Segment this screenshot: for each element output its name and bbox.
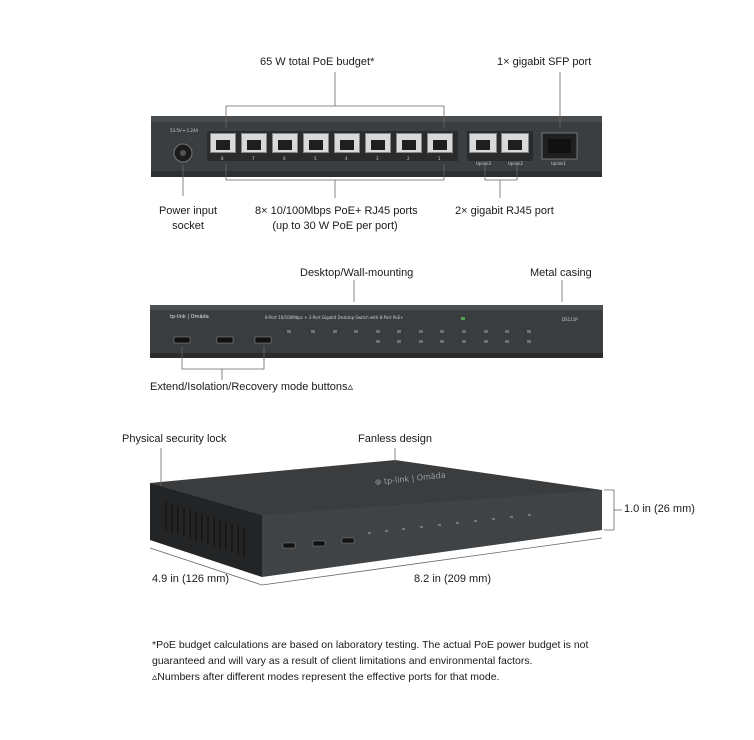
poe-port-4 bbox=[334, 133, 360, 153]
sfp-port-label: 1× gigabit SFP port bbox=[497, 56, 592, 68]
power-spec-text: 53.5V ═ 1.24A bbox=[170, 128, 199, 133]
poe-port-number: 2 bbox=[407, 156, 410, 161]
poe-port-5 bbox=[303, 133, 329, 153]
width-dimension-label: 8.2 in (209 mm) bbox=[414, 573, 492, 585]
rj45-ports-label-line2: (up to 30 W PoE per port) bbox=[272, 220, 398, 232]
front-callout-lines bbox=[181, 280, 563, 380]
poe-port-number: 1 bbox=[438, 156, 441, 161]
rear-callout-lines bbox=[182, 72, 561, 198]
iso-dimension-lines bbox=[149, 448, 622, 586]
poe-budget-label: 65 W total PoE budget* bbox=[260, 56, 375, 68]
front-description-text: 8-Port 10/100Mbps + 3-Port Gigabit Deskt… bbox=[265, 315, 404, 320]
rj45-ports-label-line1: 8× 10/100Mbps PoE+ RJ45 ports bbox=[255, 205, 418, 217]
uplink-rj45-label: 2× gigabit RJ45 port bbox=[455, 205, 554, 217]
poe-port-number: 6 bbox=[283, 156, 286, 161]
footnote-line1: *PoE budget calculations are based on la… bbox=[152, 639, 589, 651]
poe-port-8 bbox=[210, 133, 236, 153]
poe-port-number: 5 bbox=[314, 156, 317, 161]
poe-port-1 bbox=[427, 133, 453, 153]
front-model-text: DS111P bbox=[562, 317, 578, 322]
iso-device: ⊕ tp-link | Omāda bbox=[150, 460, 602, 577]
mode-buttons-label: Extend/Isolation/Recovery mode buttons▵ bbox=[150, 381, 354, 393]
metal-casing-label: Metal casing bbox=[530, 267, 592, 279]
footnote-line3: ▵Numbers after different modes represent… bbox=[152, 671, 500, 683]
front-brand-logo: tp-link | Omāda bbox=[170, 314, 209, 320]
uplink-rj45-port bbox=[469, 133, 497, 153]
fanless-design-label: Fanless design bbox=[358, 433, 432, 445]
depth-dimension-label: 4.9 in (126 mm) bbox=[152, 573, 230, 585]
footnote-line2: guaranteed and will vary as a result of … bbox=[152, 655, 533, 667]
poe-port-2 bbox=[396, 133, 422, 153]
front-panel bbox=[150, 305, 603, 358]
height-dimension-label: 1.0 in (26 mm) bbox=[624, 503, 695, 515]
uplink3-label: Uplink3 bbox=[476, 161, 492, 166]
security-lock-label: Physical security lock bbox=[122, 433, 227, 445]
poe-port-3 bbox=[365, 133, 391, 153]
poe-port-6 bbox=[272, 133, 298, 153]
poe-port-number: 7 bbox=[252, 156, 255, 161]
poe-port-number: 8 bbox=[221, 156, 224, 161]
uplink-rj45-port bbox=[501, 133, 529, 153]
power-input-label-line1: Power input bbox=[158, 205, 218, 217]
poe-port-number: 3 bbox=[376, 156, 379, 161]
uplink1-label: Uplink1 bbox=[551, 161, 567, 166]
power-input-label-line2: socket bbox=[172, 220, 204, 232]
poe-port-number: 4 bbox=[345, 156, 348, 161]
poe-port-7 bbox=[241, 133, 267, 153]
uplink2-label: Uplink2 bbox=[508, 161, 524, 166]
desktop-mounting-label: Desktop/Wall-mounting bbox=[300, 267, 414, 279]
